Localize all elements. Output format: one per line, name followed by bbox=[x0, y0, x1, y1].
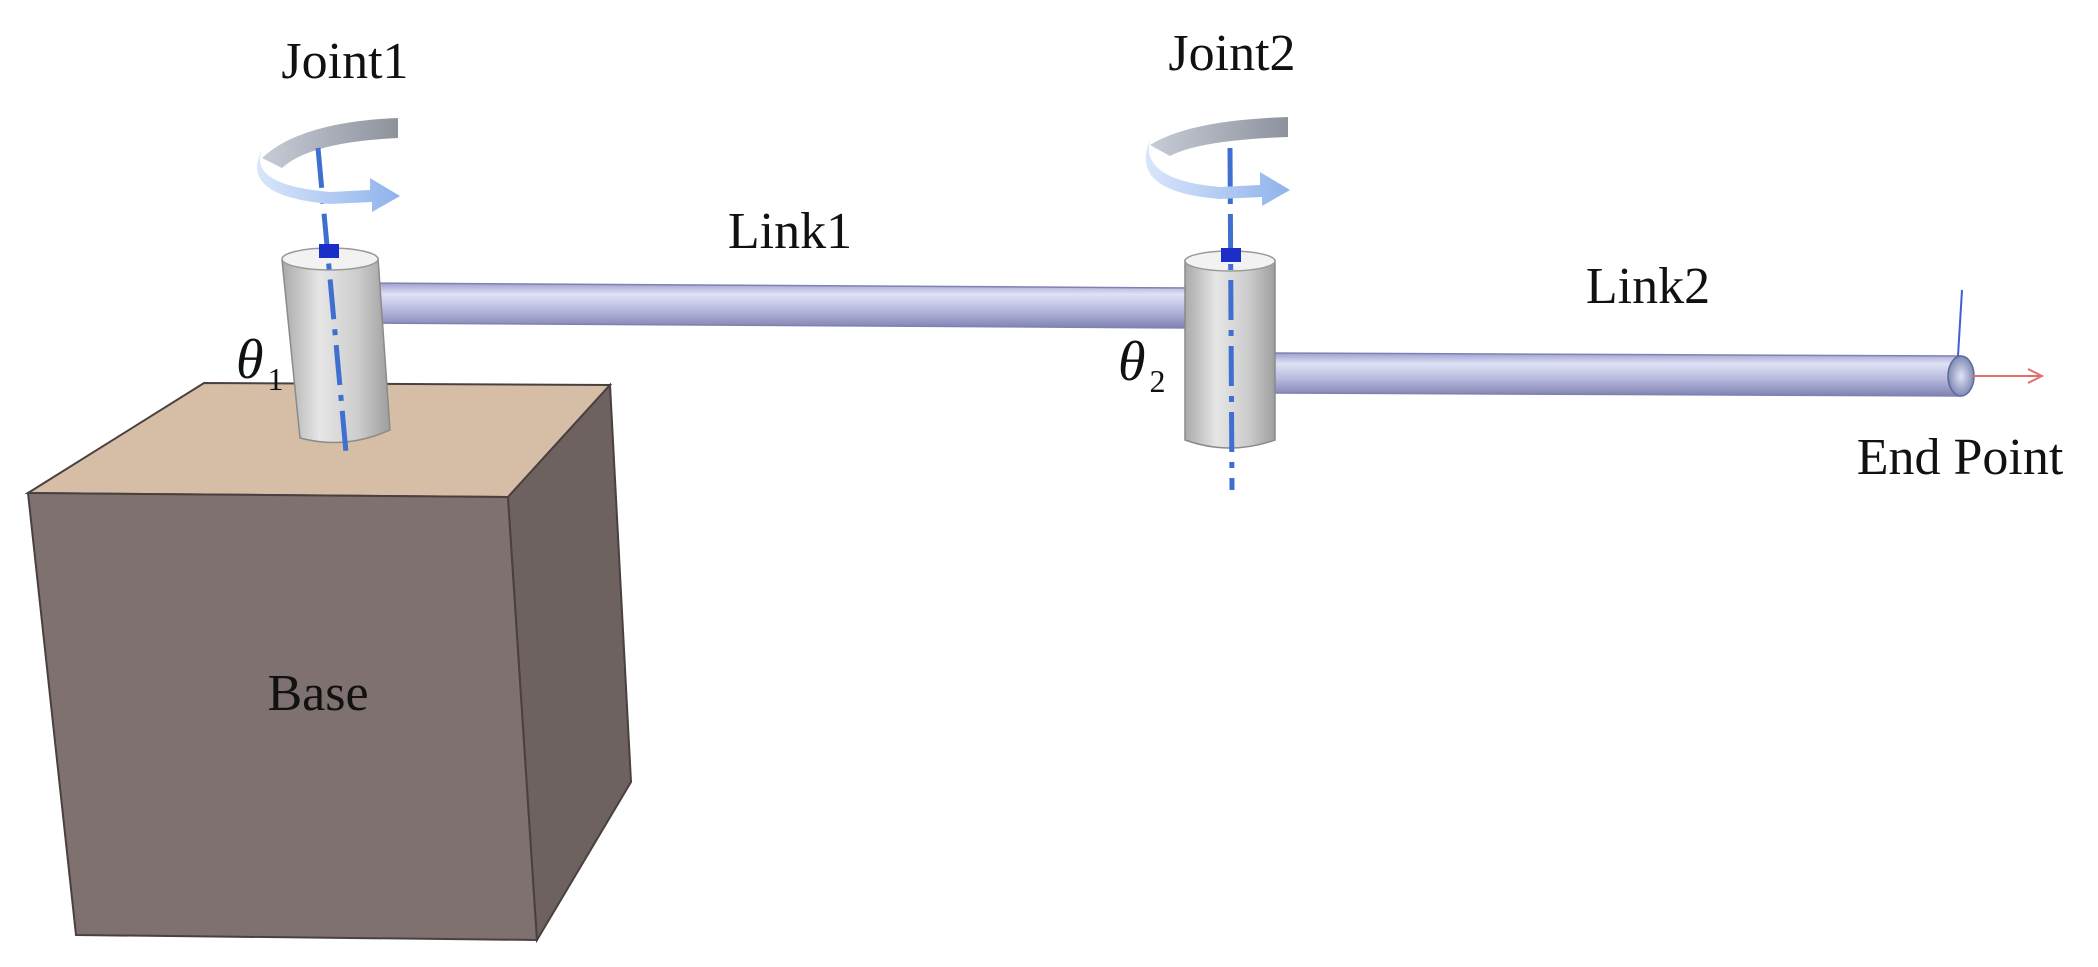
link-1-label: Link1 bbox=[728, 203, 852, 260]
joint-2-label: Joint2 bbox=[1168, 25, 1295, 82]
joint-2-rotation-arrow-back bbox=[1150, 117, 1288, 156]
joint-2-axis bbox=[1227, 147, 1235, 491]
end-point-label: End Point bbox=[1857, 429, 2064, 486]
link-2-bar bbox=[1269, 352, 1961, 397]
theta-2-subscript: 2 bbox=[1150, 363, 1166, 399]
joint-1-rotation-arrow-back bbox=[262, 118, 398, 168]
joint-2-axis-marker bbox=[1221, 248, 1241, 262]
joint-1-label: Joint1 bbox=[281, 33, 408, 90]
link-2-end-cap bbox=[1947, 355, 1975, 397]
end-point-frame: End Point bbox=[1857, 289, 2064, 486]
joint-1-axis-marker bbox=[319, 244, 339, 258]
theta-2-symbol: θ bbox=[1118, 331, 1146, 393]
end-point-x-arrowhead bbox=[2027, 368, 2045, 384]
link-2-label: Link2 bbox=[1586, 258, 1710, 315]
joint-1: Joint1 θ 1 bbox=[236, 33, 409, 453]
theta-2-label: θ 2 bbox=[1118, 331, 1166, 399]
link-2: Link2 bbox=[1269, 258, 1975, 397]
theta-1-subscript: 1 bbox=[268, 361, 284, 397]
joint-1-rotation-arrow-front bbox=[257, 150, 400, 212]
theta-1-symbol: θ bbox=[236, 329, 264, 391]
base-side-face bbox=[506, 382, 633, 944]
theta-1-label: θ 1 bbox=[236, 329, 284, 397]
joint-2: Joint2 θ 2 bbox=[1118, 25, 1296, 491]
link-1-bar bbox=[353, 282, 1196, 329]
base-label: Base bbox=[267, 665, 368, 722]
joint-2-rotation-arrow-front bbox=[1145, 140, 1290, 206]
end-point-z-axis bbox=[1957, 289, 1963, 357]
base-block: Base bbox=[24, 381, 633, 944]
link-1: Link1 bbox=[352, 203, 1196, 329]
